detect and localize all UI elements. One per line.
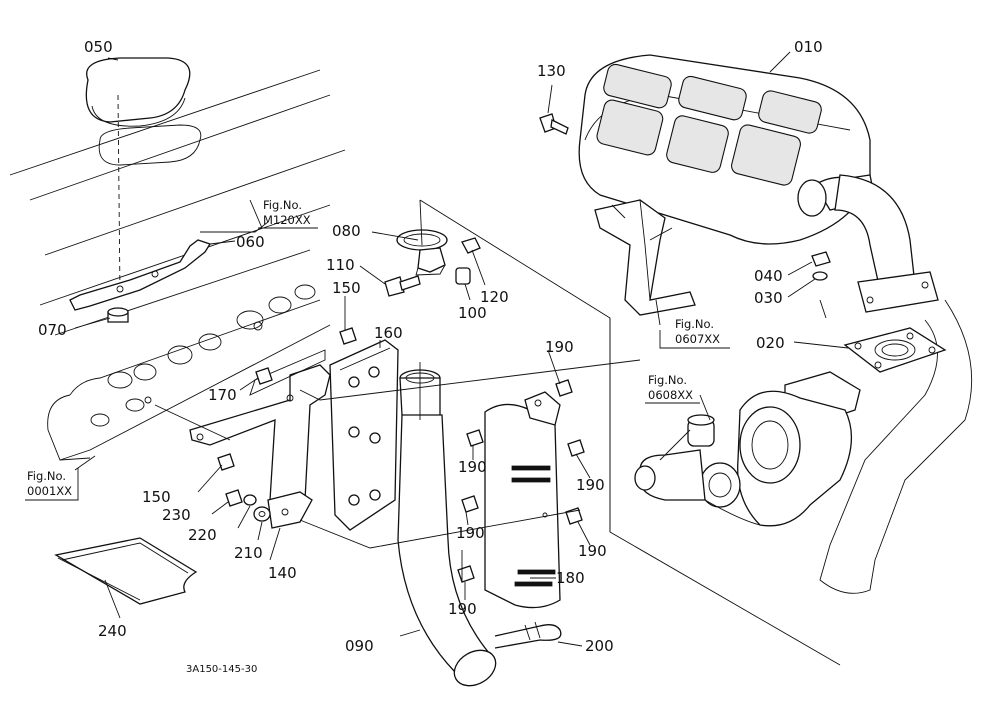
label-110: 110 bbox=[326, 256, 355, 274]
fig-ref-0607xx: Fig.No. 0607XX bbox=[659, 317, 730, 349]
label-070: 070 bbox=[38, 321, 67, 339]
label-190-b: 190 bbox=[458, 458, 487, 476]
label-010: 010 bbox=[794, 38, 823, 56]
muffler-bracket-part bbox=[594, 199, 696, 316]
spacer-100 bbox=[455, 267, 471, 285]
label-150-lower: 150 bbox=[142, 488, 171, 506]
nut-040 bbox=[811, 251, 831, 267]
bolt-150-lower bbox=[217, 453, 235, 471]
engine-head-outline bbox=[9, 69, 346, 461]
long-pipe-outline bbox=[819, 299, 973, 594]
u-bolt-200 bbox=[494, 621, 562, 649]
leader-lines bbox=[74, 51, 849, 647]
label-220: 220 bbox=[188, 526, 217, 544]
label-020: 020 bbox=[756, 334, 785, 352]
oval-cover-part bbox=[85, 57, 202, 296]
fig-ref-0607xx-line1: Fig.No. bbox=[675, 317, 714, 331]
fig-ref-m120xx: Fig.No. M120XX bbox=[258, 198, 318, 229]
label-210: 210 bbox=[234, 544, 263, 562]
flange-gasket-part bbox=[843, 327, 947, 373]
fig-ref-0608xx-line2: 0608XX bbox=[648, 388, 693, 402]
label-160: 160 bbox=[374, 324, 403, 342]
bolt-130 bbox=[539, 113, 569, 135]
muffler-inlet-pipe bbox=[834, 174, 939, 313]
washer-220 bbox=[243, 494, 257, 506]
bolt-110 bbox=[384, 275, 421, 297]
bolt-170 bbox=[255, 367, 273, 385]
label-080: 090 bbox=[345, 637, 374, 655]
label-190-a: 190 bbox=[545, 338, 574, 356]
label-140: 140 bbox=[268, 564, 297, 582]
label-190-e: 190 bbox=[578, 542, 607, 560]
label-190-d: 190 bbox=[456, 524, 485, 542]
fig-ref-m120xx-line1: Fig.No. bbox=[263, 198, 302, 212]
part-labels: 050 010 130 060 070 080 110 150 120 100 … bbox=[38, 38, 823, 655]
drawing-code: 3A150-145-30 bbox=[186, 664, 257, 675]
turbocharger-part bbox=[634, 371, 861, 527]
bolt-150-upper bbox=[339, 327, 357, 345]
label-150-upper: 150 bbox=[332, 279, 361, 297]
fig-ref-0608xx-line1: Fig.No. bbox=[648, 373, 687, 387]
strip-bracket-part bbox=[69, 239, 211, 323]
label-240: 240 bbox=[98, 622, 127, 640]
label-170: 170 bbox=[208, 386, 237, 404]
label-180: 180 bbox=[556, 569, 585, 587]
fig-ref-0001xx-line1: Fig.No. bbox=[27, 469, 66, 483]
muffler-part bbox=[578, 54, 876, 245]
nut-230 bbox=[225, 489, 243, 507]
fig-ref-0001xx: Fig.No. 0001XX bbox=[25, 468, 79, 501]
exhaust-pipe-part bbox=[397, 362, 497, 687]
label-120: 120 bbox=[480, 288, 509, 306]
label-190-f: 190 bbox=[448, 600, 477, 618]
fig-ref-0607xx-line2: 0607XX bbox=[675, 332, 720, 346]
washer-210 bbox=[253, 506, 271, 522]
fig-ref-m120xx-line2: M120XX bbox=[263, 213, 311, 227]
label-130: 130 bbox=[537, 62, 566, 80]
label-190-c: 190 bbox=[576, 476, 605, 494]
fig-ref-0001xx-line2: 0001XX bbox=[27, 484, 72, 498]
mounting-plate-part bbox=[329, 339, 399, 531]
heat-shield-part bbox=[484, 391, 561, 609]
assembly-boundary-lines bbox=[154, 199, 841, 666]
washer-030 bbox=[812, 271, 828, 281]
label-050: 050 bbox=[84, 38, 113, 56]
label-060: 060 bbox=[236, 233, 265, 251]
label-100: 100 bbox=[458, 304, 487, 322]
nut-120 bbox=[461, 237, 481, 254]
manual-booklet-part bbox=[54, 537, 198, 605]
label-040: 040 bbox=[754, 267, 783, 285]
label-030: 030 bbox=[754, 289, 783, 307]
label-200: 200 bbox=[585, 637, 614, 655]
fig-ref-0608xx: Fig.No. 0608XX bbox=[645, 373, 700, 404]
l-bracket-part bbox=[189, 349, 331, 529]
label-090: 080 bbox=[332, 222, 361, 240]
label-230: 230 bbox=[162, 506, 191, 524]
